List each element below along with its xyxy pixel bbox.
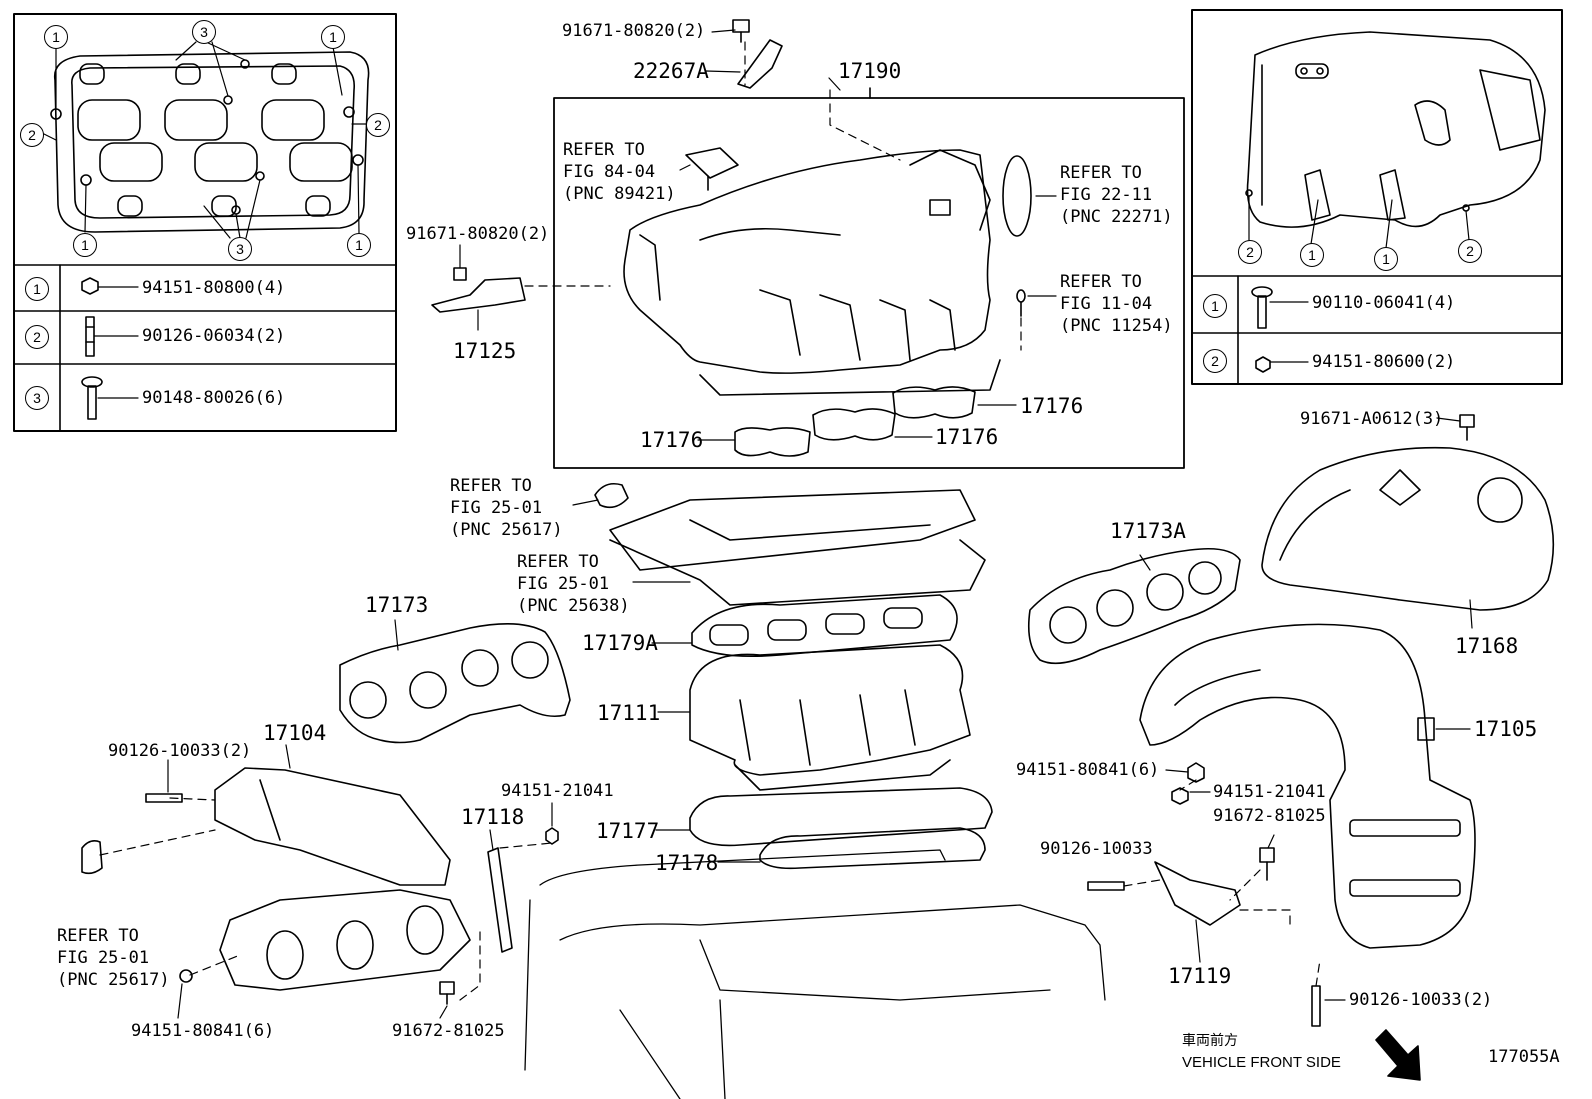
intake-plenum-plates [594,482,986,606]
dashed-leaders [99,41,1321,1001]
label-refer-11-04: REFER TO FIG 11-04 (PNC 11254) [1060,272,1173,336]
callout-2: 2 [20,123,44,147]
gasket-17173A [1027,547,1241,665]
gasket-17173 [339,623,571,744]
label-17179A: 17179A [582,631,658,655]
left-converter-17104 [214,767,471,991]
label-17168: 17168 [1455,634,1519,658]
upper-intake-manifold-drawing [623,147,1032,396]
callout-2: 2 [366,113,390,137]
callout-1: 1 [1374,247,1398,271]
diagram-id: 177055A [1488,1047,1560,1067]
label-17104: 17104 [263,721,327,745]
gaskets-17176 [734,386,976,457]
intake-gasket-plate-drawing [50,51,370,233]
right-table-part-2: 94151-80600(2) [1312,352,1456,372]
leader-lines [167,29,1473,1019]
label-17119: 17119 [1168,964,1232,988]
label-94151-21041-mid: 94151-21041 [501,781,614,801]
label-94151-80841-right: 94151-80841(6) [1016,760,1160,780]
label-refer-22-11: REFER TO FIG 22-11 (PNC 22271) [1060,163,1173,227]
callout-2: 2 [1238,240,1262,264]
label-refer-25638: REFER TO FIG 25-01 (PNC 25638) [517,552,630,616]
left-fasteners [81,793,559,1005]
vehicle-front-arrow [1375,1029,1421,1081]
exhaust-manifold-converter-17105 [1139,623,1476,949]
table-num-2: 2 [25,325,49,349]
label-17176-right: 17176 [1020,394,1084,418]
label-17178: 17178 [655,851,719,875]
left-inset-box [13,13,397,432]
label-91672-81025-right: 91672-81025 [1213,806,1326,826]
label-17111: 17111 [597,701,661,725]
right-table-icons [1251,286,1309,373]
table-num-1: 1 [25,277,49,301]
label-17176-left: 17176 [640,428,704,452]
callout-1: 1 [347,233,371,257]
intake-manifold-group-box [553,87,1185,469]
right-table-part-1: 90110-06041(4) [1312,293,1456,313]
callout-2: 2 [1458,239,1482,263]
callout-3: 3 [192,20,216,44]
lower-intake-manifold-17111 [689,644,971,791]
callout-3: 3 [228,237,252,261]
label-17173A: 17173A [1110,519,1186,543]
callout-1: 1 [73,233,97,257]
label-refer-25617-top: REFER TO FIG 25-01 (PNC 25617) [450,476,563,540]
label-17190: 17190 [838,59,902,83]
gasket-17179A [691,594,958,658]
callout-1: 1 [1300,243,1324,267]
stay-17119 [1154,861,1241,926]
callout-1: 1 [44,25,68,49]
stay-17118 [487,847,513,953]
label-91671-80820-mid: 91671-80820(2) [406,224,550,244]
left-table-icons [81,277,139,420]
right-inset-manifold-drawing [1245,31,1546,228]
label-17125: 17125 [453,339,517,363]
label-90126-10033-right: 90126-10033(2) [1349,990,1493,1010]
label-90126-10033-left: 90126-10033(2) [108,741,252,761]
bracket-22267A [732,19,783,89]
label-22267A: 22267A [633,59,709,83]
engine-block-outline [524,849,1106,1099]
label-91671-A0612: 91671-A0612(3) [1300,409,1444,429]
label-94151-21041-right: 94151-21041 [1213,782,1326,802]
label-91672-81025-left: 91672-81025 [392,1021,505,1041]
table-num-3: 3 [25,386,49,410]
front-label-en: VEHICLE FRONT SIDE [1182,1054,1341,1071]
left-table-part-1: 94151-80800(4) [142,278,286,298]
label-17176-mid: 17176 [935,425,999,449]
bracket-17125 [431,267,526,313]
label-refer-25617-bottom: REFER TO FIG 25-01 (PNC 25617) [57,926,170,990]
label-refer-84-04: REFER TO FIG 84-04 (PNC 89421) [563,140,676,204]
right-inset-box [1191,9,1563,385]
front-label-jp: 車両前方 [1182,1033,1238,1049]
label-91671-80820-top: 91671-80820(2) [562,21,706,41]
callout-1: 1 [321,25,345,49]
right-inset-leaders [1248,195,1470,249]
left-inset-leaders [43,41,368,239]
table-num-1: 1 [1203,294,1227,318]
table-num-2: 2 [1203,349,1227,373]
label-90126-10033-mid: 90126-10033 [1040,839,1153,859]
left-table-part-3: 90148-80026(6) [142,388,286,408]
gaskets-17177-17178 [689,787,993,870]
label-94151-80841-left: 94151-80841(6) [131,1021,275,1041]
label-17173: 17173 [365,593,429,617]
left-table-part-2: 90126-06034(2) [142,326,286,346]
label-17118: 17118 [461,805,525,829]
label-17177: 17177 [596,819,660,843]
label-17105: 17105 [1474,717,1538,741]
heat-shield-17168 [1261,446,1555,611]
